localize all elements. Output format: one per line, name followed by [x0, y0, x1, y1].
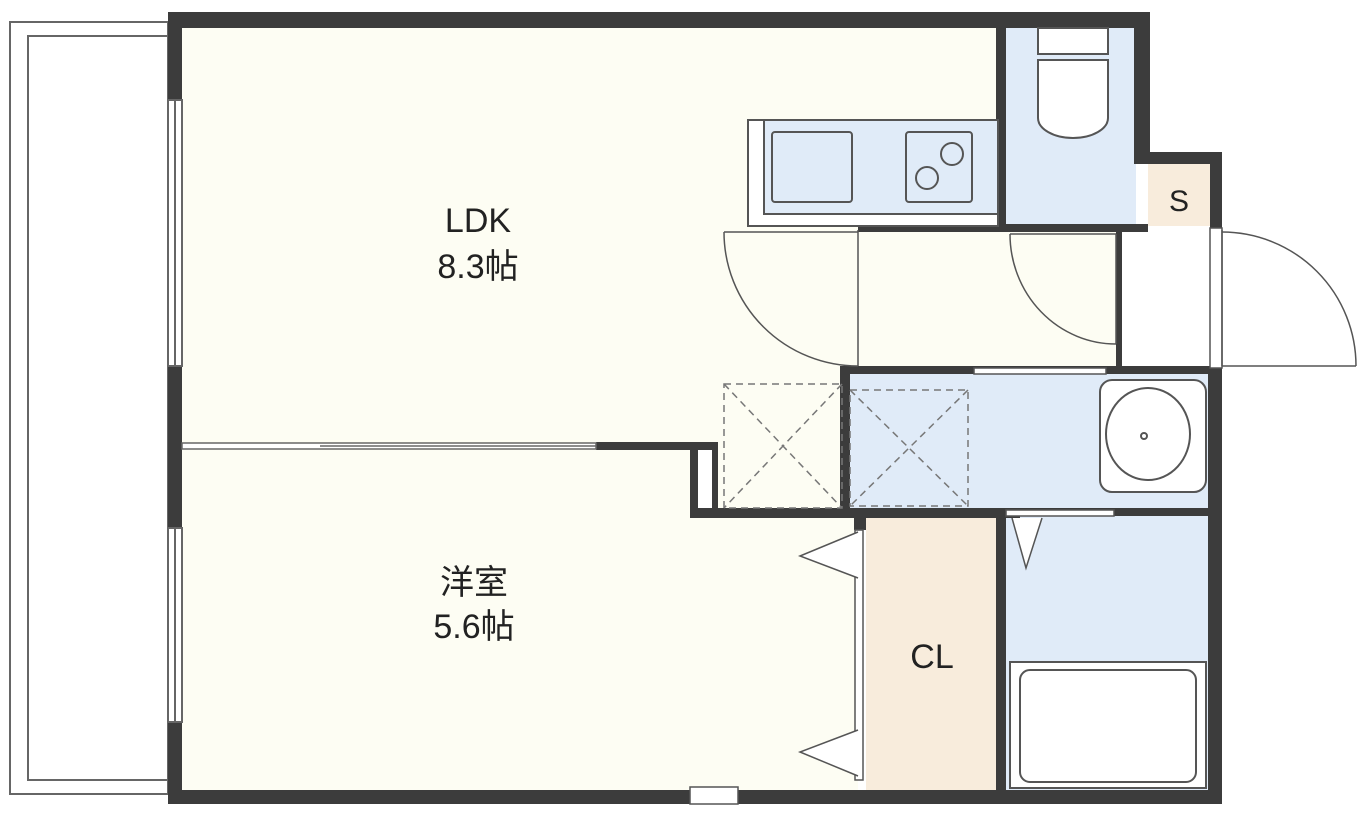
window-ldk: [167, 99, 183, 367]
closet-floor: [866, 518, 1000, 790]
door-western: [797, 529, 864, 781]
hallway-floor: [858, 230, 1120, 370]
western-room-area: 5.6帖: [433, 608, 514, 646]
washer-space: [849, 389, 969, 507]
door-ldk: [723, 230, 859, 367]
entrance-door: [1209, 227, 1357, 369]
western-room-floor: [182, 446, 858, 790]
door-bathroom: [1005, 509, 1115, 571]
sliding-door-partition: [181, 442, 597, 450]
ldk-label: LDK: [445, 202, 511, 240]
balcony: [9, 21, 169, 795]
storage-floor: [1148, 164, 1210, 226]
closet-label: CL: [910, 638, 953, 676]
bathtub: [1009, 661, 1207, 789]
kitchen-counter: [747, 119, 999, 227]
window-western: [167, 527, 183, 723]
western-room-label: 洋室: [440, 564, 508, 602]
door-toilet: [1009, 233, 1117, 345]
toilet-fixture: [1037, 27, 1109, 139]
entrance-floor: [1118, 230, 1208, 368]
door-washroom: [973, 367, 1107, 375]
ldk-area: 8.3帖: [437, 248, 518, 286]
wash-basin: [1099, 379, 1207, 493]
storage-label: S: [1169, 185, 1189, 218]
refrigerator-space: [723, 383, 843, 509]
